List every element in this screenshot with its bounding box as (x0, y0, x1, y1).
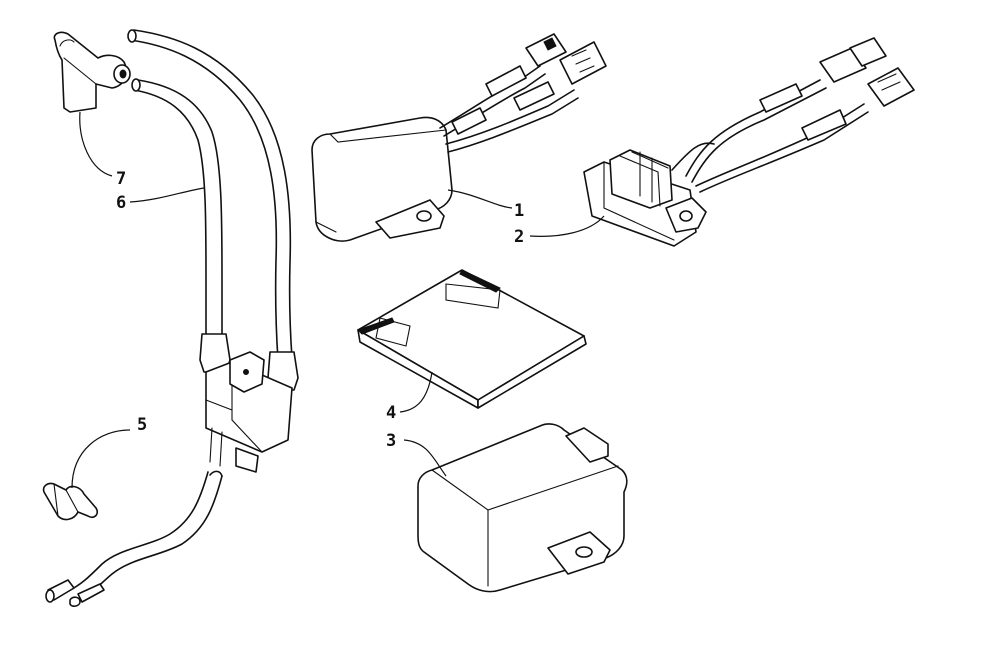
control-module[interactable] (417, 423, 628, 593)
ignition-coil-assembly[interactable] (45, 29, 299, 607)
spark-plug-cap[interactable] (53, 31, 131, 113)
callout-4: 4 (386, 403, 396, 423)
leader-1 (447, 189, 513, 209)
callout-3: 3 (386, 431, 396, 451)
callout-1: 1 (514, 201, 524, 221)
leader-2 (529, 215, 605, 237)
callout-5: 5 (137, 415, 147, 435)
leader-3 (403, 439, 447, 477)
leader-4 (399, 371, 433, 413)
leader-7 (79, 111, 113, 177)
callout-6: 6 (116, 193, 126, 213)
callout-2: 2 (514, 227, 524, 247)
wire-clip[interactable] (42, 482, 99, 521)
leader-6 (129, 187, 205, 203)
foam-pad[interactable] (357, 269, 587, 409)
voltage-regulator[interactable] (583, 37, 915, 247)
leader-5 (71, 429, 131, 489)
callout-7: 7 (116, 169, 126, 189)
cdi-module[interactable] (311, 33, 607, 242)
